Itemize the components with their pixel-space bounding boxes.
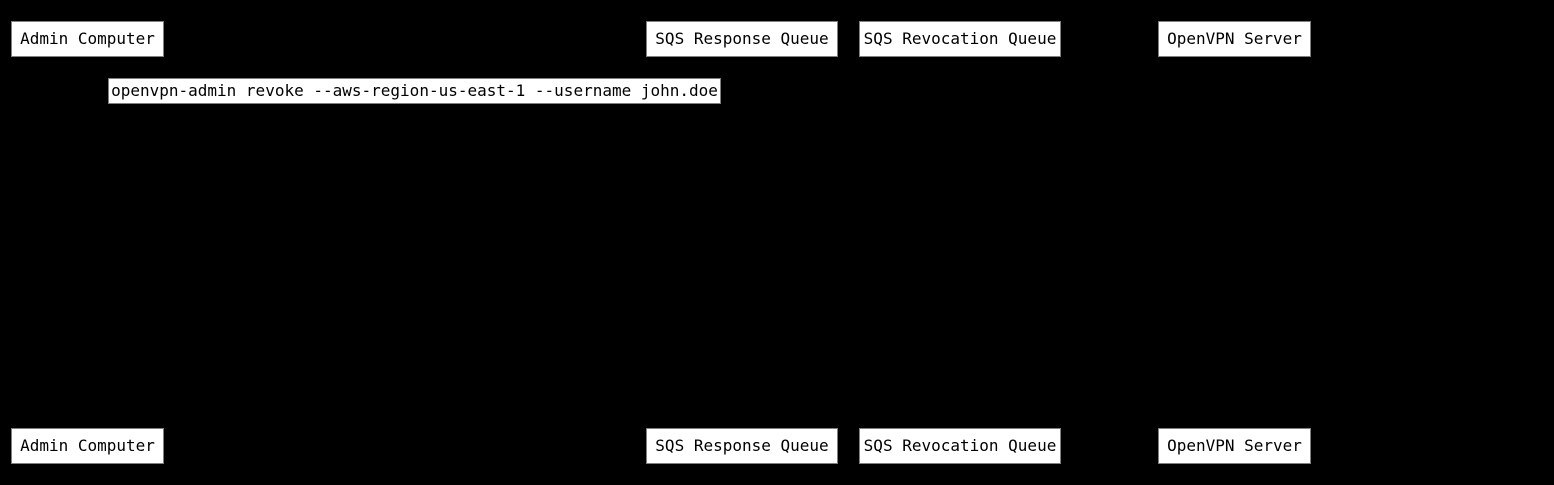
message-revoke-command: openvpn-admin revoke --aws-region-us-eas… [108,78,721,104]
actor-top-sqs-revocation-queue: SQS Revocation Queue [859,21,1061,57]
actor-top-admin-computer: Admin Computer [11,21,164,57]
actor-bottom-openvpn-server: OpenVPN Server [1158,428,1311,464]
actor-top-sqs-response-queue: SQS Response Queue [646,21,838,57]
actor-bottom-sqs-revocation-queue: SQS Revocation Queue [859,428,1061,464]
actor-top-openvpn-server: OpenVPN Server [1158,21,1311,57]
actor-bottom-admin-computer: Admin Computer [11,428,164,464]
actor-bottom-sqs-response-queue: SQS Response Queue [646,428,838,464]
